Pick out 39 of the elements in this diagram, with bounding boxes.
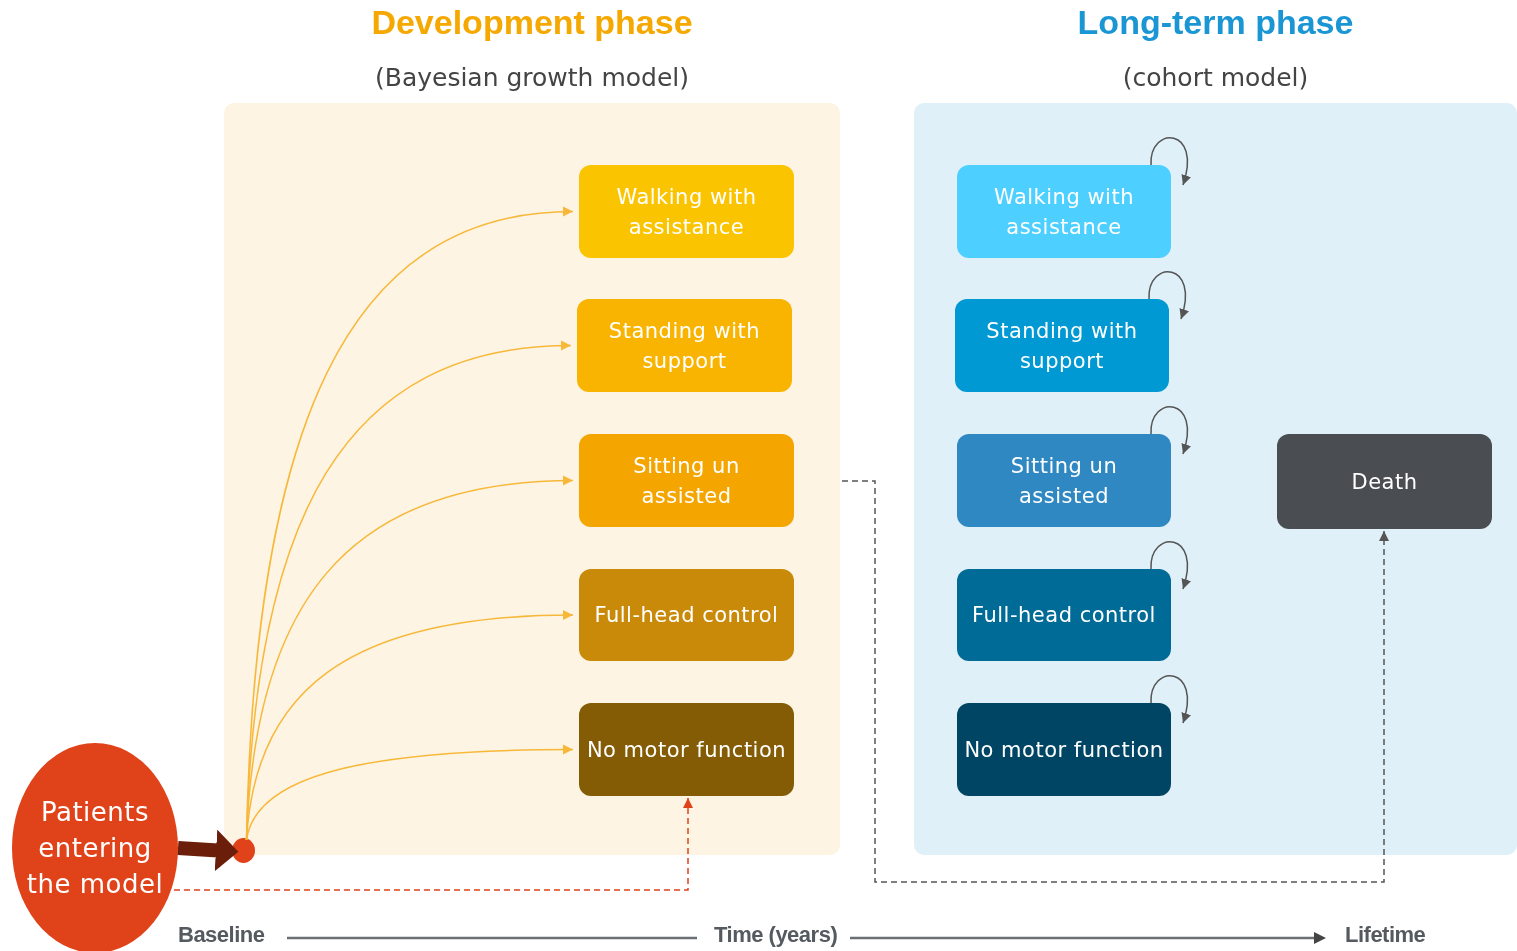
phase-subtitle: (cohort model) [1121,63,1310,92]
box-label: Walking with assistance [993,183,1135,241]
transition-arrow [841,480,1389,883]
transition-arrow [245,744,574,841]
state-box [579,569,794,661]
state-box [957,165,1171,258]
state-box [579,165,794,258]
entry-arrow [177,829,239,872]
self-loop-arrow [1150,137,1191,186]
timeline-label: Baseline [178,922,265,948]
self-loop-arrow [1148,271,1189,320]
timeline-label: Time (years) [714,922,838,948]
state-box [579,434,794,527]
state-box [955,299,1169,392]
timeline-label: Lifetime [1345,922,1426,948]
state-box [1277,434,1492,529]
box-label: Standing with support [985,317,1139,375]
state-box [957,569,1171,661]
phase-subtitle: (Bayesian growth model) [374,63,690,92]
box-label: Sitting un assisted [1009,452,1119,510]
box-label: Sitting un assisted [632,452,741,510]
state-box [957,434,1171,527]
box-label: No motor function [964,736,1164,764]
self-loop-arrow [1150,406,1191,455]
self-loop-arrow [1150,541,1191,590]
self-loop-arrow [1150,675,1191,724]
phase-title: Development phase [370,3,694,42]
state-box [579,703,794,796]
box-label: Full-head control [594,602,779,629]
box-label: Patients entering the model [25,796,165,901]
box-label: Walking with assistance [615,183,758,241]
transition-arrow [171,797,693,891]
state-box [577,299,792,392]
box-label: Full-head control [972,602,1156,629]
box-label: Death [1351,468,1418,496]
box-label: No motor function [586,736,787,764]
state-box [957,703,1171,796]
phase-title: Long-term phase [1076,3,1355,42]
box-label: Standing with support [607,317,762,375]
